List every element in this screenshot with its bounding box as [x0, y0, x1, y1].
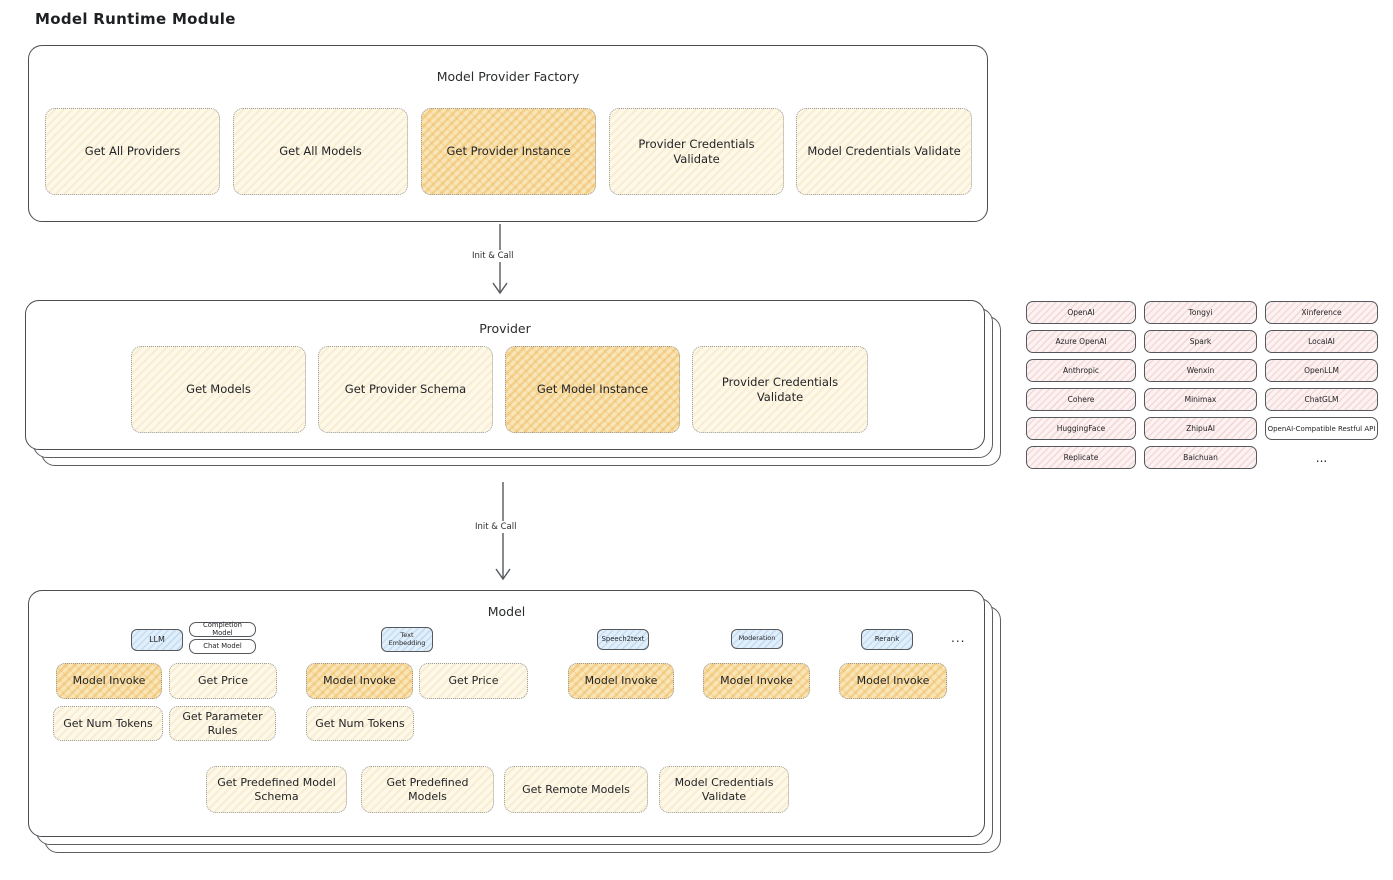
node-get-model-instance: Get Model Instance: [505, 346, 680, 433]
provider-huggingface: HuggingFace: [1026, 417, 1136, 440]
provider-zhipuai: ZhipuAI: [1144, 417, 1257, 440]
tab-rerank: Rerank: [861, 629, 913, 650]
factory-panel-title: Model Provider Factory: [436, 69, 580, 84]
node-model-credentials-validate-2: Model Credentials Validate: [659, 766, 789, 813]
tab-chat-model: Chat Model: [189, 639, 256, 654]
node-provider-credentials-validate-2: Provider Credentials Validate: [692, 346, 868, 433]
node-get-remote-models: Get Remote Models: [504, 766, 648, 813]
node-moderation-model-invoke: Model Invoke: [703, 663, 810, 699]
node-get-models: Get Models: [131, 346, 306, 433]
tab-completion-model: Completion Model: [189, 621, 256, 637]
diagram-title: Model Runtime Module: [35, 10, 236, 28]
node-embedding-get-num-tokens: Get Num Tokens: [306, 706, 414, 741]
provider-spark: Spark: [1144, 330, 1257, 353]
provider-baichuan: Baichuan: [1144, 446, 1257, 469]
provider-openai-compatible: OpenAI-Compatible Restful API: [1265, 417, 1378, 440]
provider-wenxin: Wenxin: [1144, 359, 1257, 382]
provider-azure-openai: Azure OpenAI: [1026, 330, 1136, 353]
node-provider-credentials-validate: Provider Credentials Validate: [609, 108, 784, 195]
provider-xinference: Xinference: [1265, 301, 1378, 324]
tabs-more-ellipsis: ...: [951, 631, 966, 645]
node-get-provider-instance: Get Provider Instance: [421, 108, 596, 195]
node-speech2text-model-invoke: Model Invoke: [568, 663, 674, 699]
node-embedding-model-invoke: Model Invoke: [306, 663, 413, 699]
provider-chatglm: ChatGLM: [1265, 388, 1378, 411]
provider-panel-title: Provider: [479, 321, 531, 336]
node-rerank-model-invoke: Model Invoke: [839, 663, 947, 699]
tab-speech2text: Speech2text: [597, 629, 649, 650]
init-call-arrow-2: [495, 482, 511, 581]
provider-openai: OpenAI: [1026, 301, 1136, 324]
provider-cohere: Cohere: [1026, 388, 1136, 411]
node-get-provider-schema: Get Provider Schema: [318, 346, 493, 433]
node-get-parameter-rules: Get Parameter Rules: [169, 706, 276, 741]
node-embedding-get-price: Get Price: [419, 663, 528, 699]
provider-replicate: Replicate: [1026, 446, 1136, 469]
node-get-predefined-models: Get Predefined Models: [361, 766, 494, 813]
node-llm-get-num-tokens: Get Num Tokens: [53, 706, 163, 741]
model-panel-title: Model: [487, 604, 526, 619]
provider-anthropic: Anthropic: [1026, 359, 1136, 382]
provider-panel: Provider Get Models Get Provider Schema …: [25, 300, 985, 450]
node-model-credentials-validate: Model Credentials Validate: [796, 108, 972, 195]
providers-more-ellipsis: ...: [1315, 450, 1328, 465]
factory-panel: Model Provider Factory Get All Providers…: [28, 45, 988, 222]
node-llm-model-invoke: Model Invoke: [56, 663, 162, 699]
provider-minimax: Minimax: [1144, 388, 1257, 411]
providers-grid: OpenAI Tongyi Xinference Azure OpenAI Sp…: [1026, 301, 1378, 469]
node-get-all-models: Get All Models: [233, 108, 408, 195]
node-get-all-providers: Get All Providers: [45, 108, 220, 195]
init-call-label-1: Init & Call: [468, 250, 518, 262]
tab-text-embedding: Text Embedding: [381, 627, 433, 652]
model-panel: Model LLM Completion Model Chat Model Te…: [28, 590, 985, 837]
tab-moderation: Moderation: [731, 629, 783, 649]
provider-tongyi: Tongyi: [1144, 301, 1257, 324]
node-llm-get-price: Get Price: [169, 663, 277, 699]
node-get-predefined-model-schema: Get Predefined Model Schema: [206, 766, 347, 813]
tab-llm: LLM: [131, 629, 183, 651]
init-call-label-2: Init & Call: [471, 521, 521, 533]
provider-openllm: OpenLLM: [1265, 359, 1378, 382]
provider-localai: LocalAI: [1265, 330, 1378, 353]
